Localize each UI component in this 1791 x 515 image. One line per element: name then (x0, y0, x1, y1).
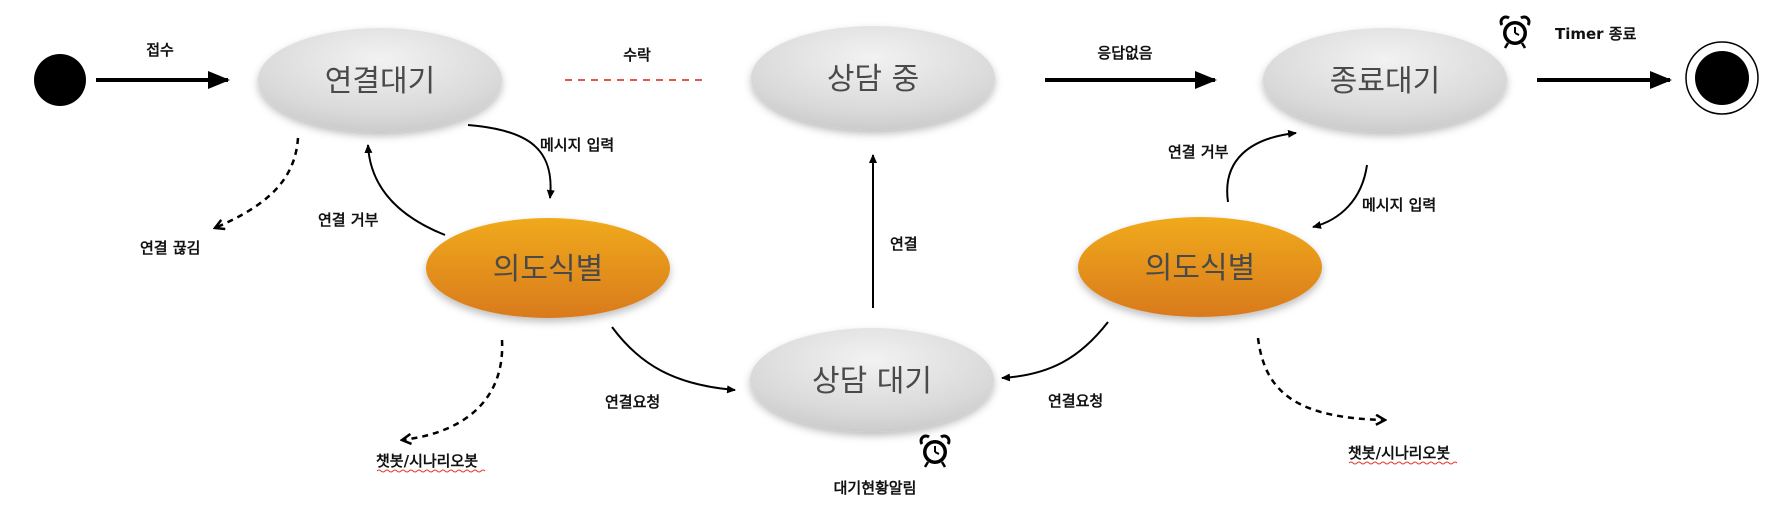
label-connect-request-right: 연결요청 (1048, 392, 1103, 410)
state-intent-left: 의도식별 (426, 218, 670, 318)
label-disconnect: 연결 끊김 (140, 239, 200, 257)
label-chatbot-left: 챗봇/시나리오봇 (376, 452, 478, 470)
svg-text:연결대기: 연결대기 (325, 64, 435, 99)
alarm-clock-icon (1499, 15, 1531, 49)
label-no-response: 응답없음 (1097, 44, 1152, 62)
svg-text:종료대기: 종료대기 (1330, 64, 1440, 99)
arrow-reject-left (364, 144, 446, 236)
svg-text:상담 대기: 상담 대기 (812, 364, 932, 399)
arrow-chatbot-right (1256, 337, 1385, 420)
state-end-wait: 종료대기 (1263, 28, 1507, 132)
arrow-chatbot-left (402, 339, 504, 440)
spellcheck-underline-right (1348, 461, 1458, 465)
arrow-connect-request-left (611, 326, 736, 394)
end-node-icon (1685, 41, 1759, 115)
arrow-message-input-right (1312, 164, 1368, 229)
state-intent-right: 의도식별 (1078, 217, 1322, 317)
start-node-icon (34, 54, 86, 106)
arrow-disconnect (215, 137, 300, 228)
svg-text:의도식별: 의도식별 (493, 252, 603, 287)
label-accept: 수락 (623, 46, 651, 64)
label-reject-right: 연결 거부 (1168, 143, 1229, 161)
arrow-reject-right (1226, 129, 1297, 203)
svg-text:의도식별: 의도식별 (1145, 251, 1255, 286)
state-consult-wait: 상담 대기 (750, 328, 994, 432)
spellcheck-underline-left (376, 469, 486, 473)
label-reject-left: 연결 거부 (318, 211, 379, 229)
label-wait-status-notice: 대기현황알림 (834, 479, 917, 497)
label-chatbot-right: 챗봇/시나리오봇 (1348, 444, 1450, 462)
svg-text:상담 중: 상담 중 (827, 62, 919, 97)
arrow-connect-request-right (1001, 321, 1109, 382)
label-message-input-right: 메시지 입력 (1362, 196, 1436, 214)
label-connect-request-left: 연결요청 (605, 393, 660, 411)
state-connect-wait: 연결대기 (258, 28, 502, 132)
label-timer-end: Timer 종료 (1555, 25, 1637, 43)
label-message-input-left: 메시지 입력 (540, 136, 614, 154)
alarm-clock-icon (919, 434, 951, 468)
state-consulting: 상담 중 (751, 26, 995, 130)
label-connect: 연결 (890, 235, 918, 253)
arrow-message-input-left (467, 124, 555, 199)
label-receive: 접수 (146, 41, 174, 59)
